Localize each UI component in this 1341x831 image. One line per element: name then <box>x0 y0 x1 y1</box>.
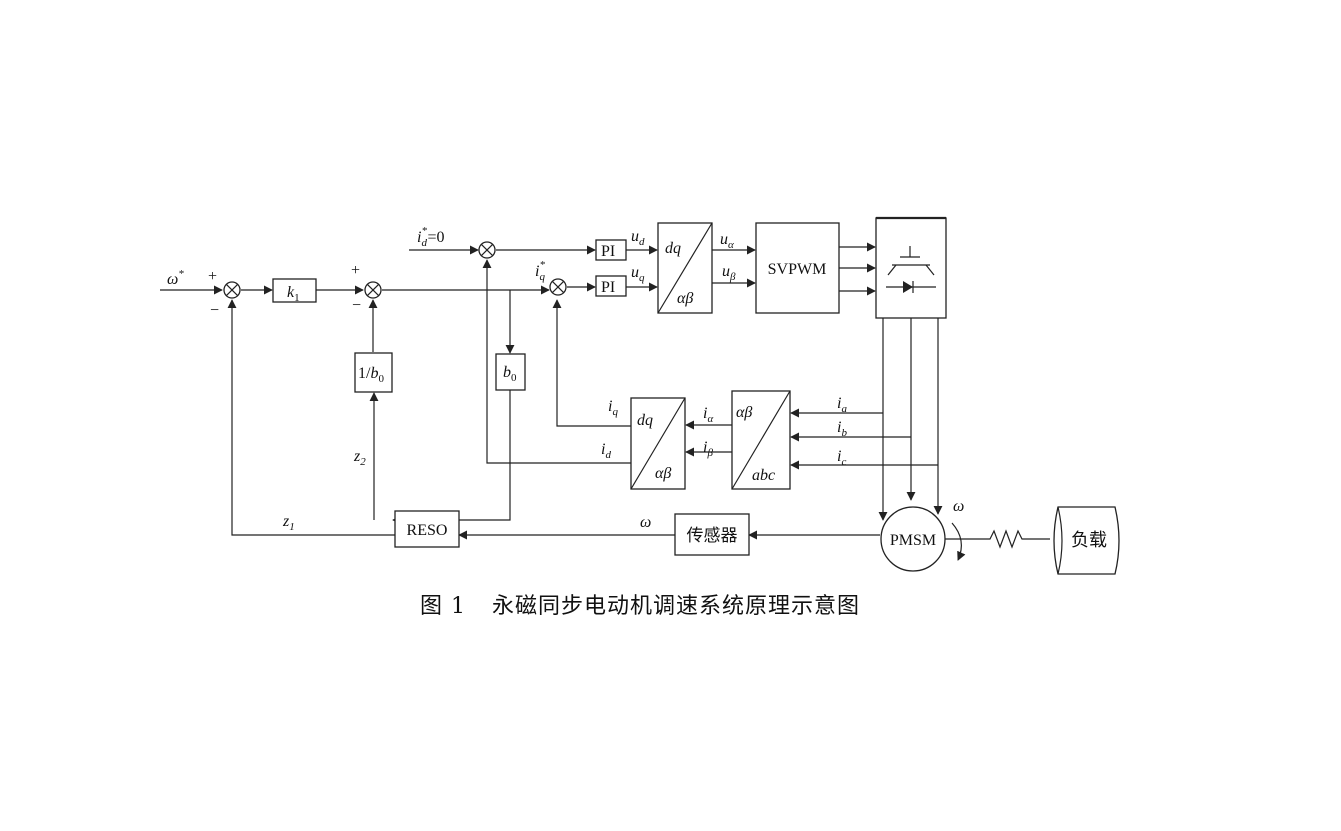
pmsm-label: PMSM <box>890 532 936 549</box>
pi-d-label: PI <box>601 243 615 260</box>
clarke-alphabeta: αβ <box>736 404 752 421</box>
pi-d-block: PI <box>595 239 627 261</box>
inverse-park-block: dq αβ <box>657 222 713 314</box>
iq-ref-label: iq* <box>535 259 545 283</box>
sum-junction-q <box>549 278 567 296</box>
inv-b0-block: 1/b0 <box>354 352 393 393</box>
b0-to-reso-line <box>392 390 511 525</box>
sum1-plus-sign: + <box>208 268 217 285</box>
id-label: id <box>601 441 611 461</box>
inv-b0-prefix: 1/ <box>358 365 371 382</box>
sensor-block: 传感器 <box>674 513 750 556</box>
b0-subscript: 0 <box>511 372 517 384</box>
omega-feedback-label: ω <box>640 514 651 531</box>
svpwm-block: SVPWM <box>755 222 840 314</box>
svg-text:b0: b0 <box>503 364 517 384</box>
uq-label: uq <box>631 264 645 284</box>
sum-junction-speed <box>223 281 241 299</box>
park-block: dq αβ <box>630 397 686 490</box>
ibeta-label: iβ <box>703 439 713 459</box>
id-feedback-line <box>482 259 631 464</box>
z1-feedback-line <box>227 299 395 536</box>
inv-b0-symbol: b <box>370 365 378 382</box>
inverter-block <box>875 216 947 319</box>
svpwm-label: SVPWM <box>768 261 827 278</box>
figure-title: 永磁同步电动机调速系统原理示意图 <box>491 594 860 619</box>
k1-symbol: k <box>287 284 295 301</box>
sum-junction-eso <box>364 281 382 299</box>
ic-label: ic <box>837 448 846 468</box>
sum2-minus-sign: − <box>352 297 361 314</box>
rotation-arrow <box>951 522 966 561</box>
b0-symbol: b <box>503 364 511 381</box>
omega-ref-label: ω* <box>167 268 184 288</box>
load-label: 负载 <box>1071 530 1107 551</box>
pi-q-label: PI <box>601 279 615 296</box>
sensor-label: 传感器 <box>687 526 738 546</box>
park-dq: dq <box>637 412 653 429</box>
figure-number: 图 1 <box>419 594 466 619</box>
pi-q-block: PI <box>595 275 627 297</box>
clarke-abc: abc <box>752 467 775 484</box>
pmsm-motor: PMSM <box>880 506 946 572</box>
inverse-clarke-block-abc: αβ abc <box>731 390 791 490</box>
z2-label: z2 <box>353 448 366 468</box>
iq-label: iq <box>608 398 618 418</box>
ualpha-label: uα <box>720 231 734 251</box>
iq-feedback-line <box>552 299 631 427</box>
inverse-park-dq: dq <box>665 240 681 257</box>
load-block: 负载 <box>1053 506 1120 575</box>
ib-label: ib <box>837 419 847 439</box>
reso-label: RESO <box>407 522 448 539</box>
z1-label: z1 <box>282 513 295 533</box>
svg-text:1/b0: 1/b0 <box>358 365 384 385</box>
svg-text:k1: k1 <box>287 284 300 304</box>
ubeta-label: uβ <box>722 263 736 283</box>
id-ref-label: id*=0 <box>417 225 444 249</box>
omega-shaft-label: ω <box>953 498 964 515</box>
reso-block: RESO <box>394 510 460 548</box>
inverse-park-alphabeta: αβ <box>677 290 693 307</box>
park-alphabeta: αβ <box>655 465 671 482</box>
ia-label: ia <box>837 395 847 415</box>
sum1-minus-sign: − <box>210 302 219 319</box>
ialpha-label: iα <box>703 405 713 425</box>
b0-block: b0 <box>495 353 526 391</box>
sum2-plus-sign: + <box>351 262 360 279</box>
inv-b0-subscript: 0 <box>378 373 384 385</box>
k1-block: k1 <box>272 278 317 304</box>
ud-label: ud <box>631 228 645 248</box>
sum-junction-d <box>478 241 496 259</box>
k1-subscript: 1 <box>294 292 300 304</box>
shaft-spring-line <box>945 529 1050 549</box>
figure-caption: 图 1 永磁同步电动机调速系统原理示意图 <box>0 588 1280 620</box>
signal-lines <box>160 242 1050 549</box>
